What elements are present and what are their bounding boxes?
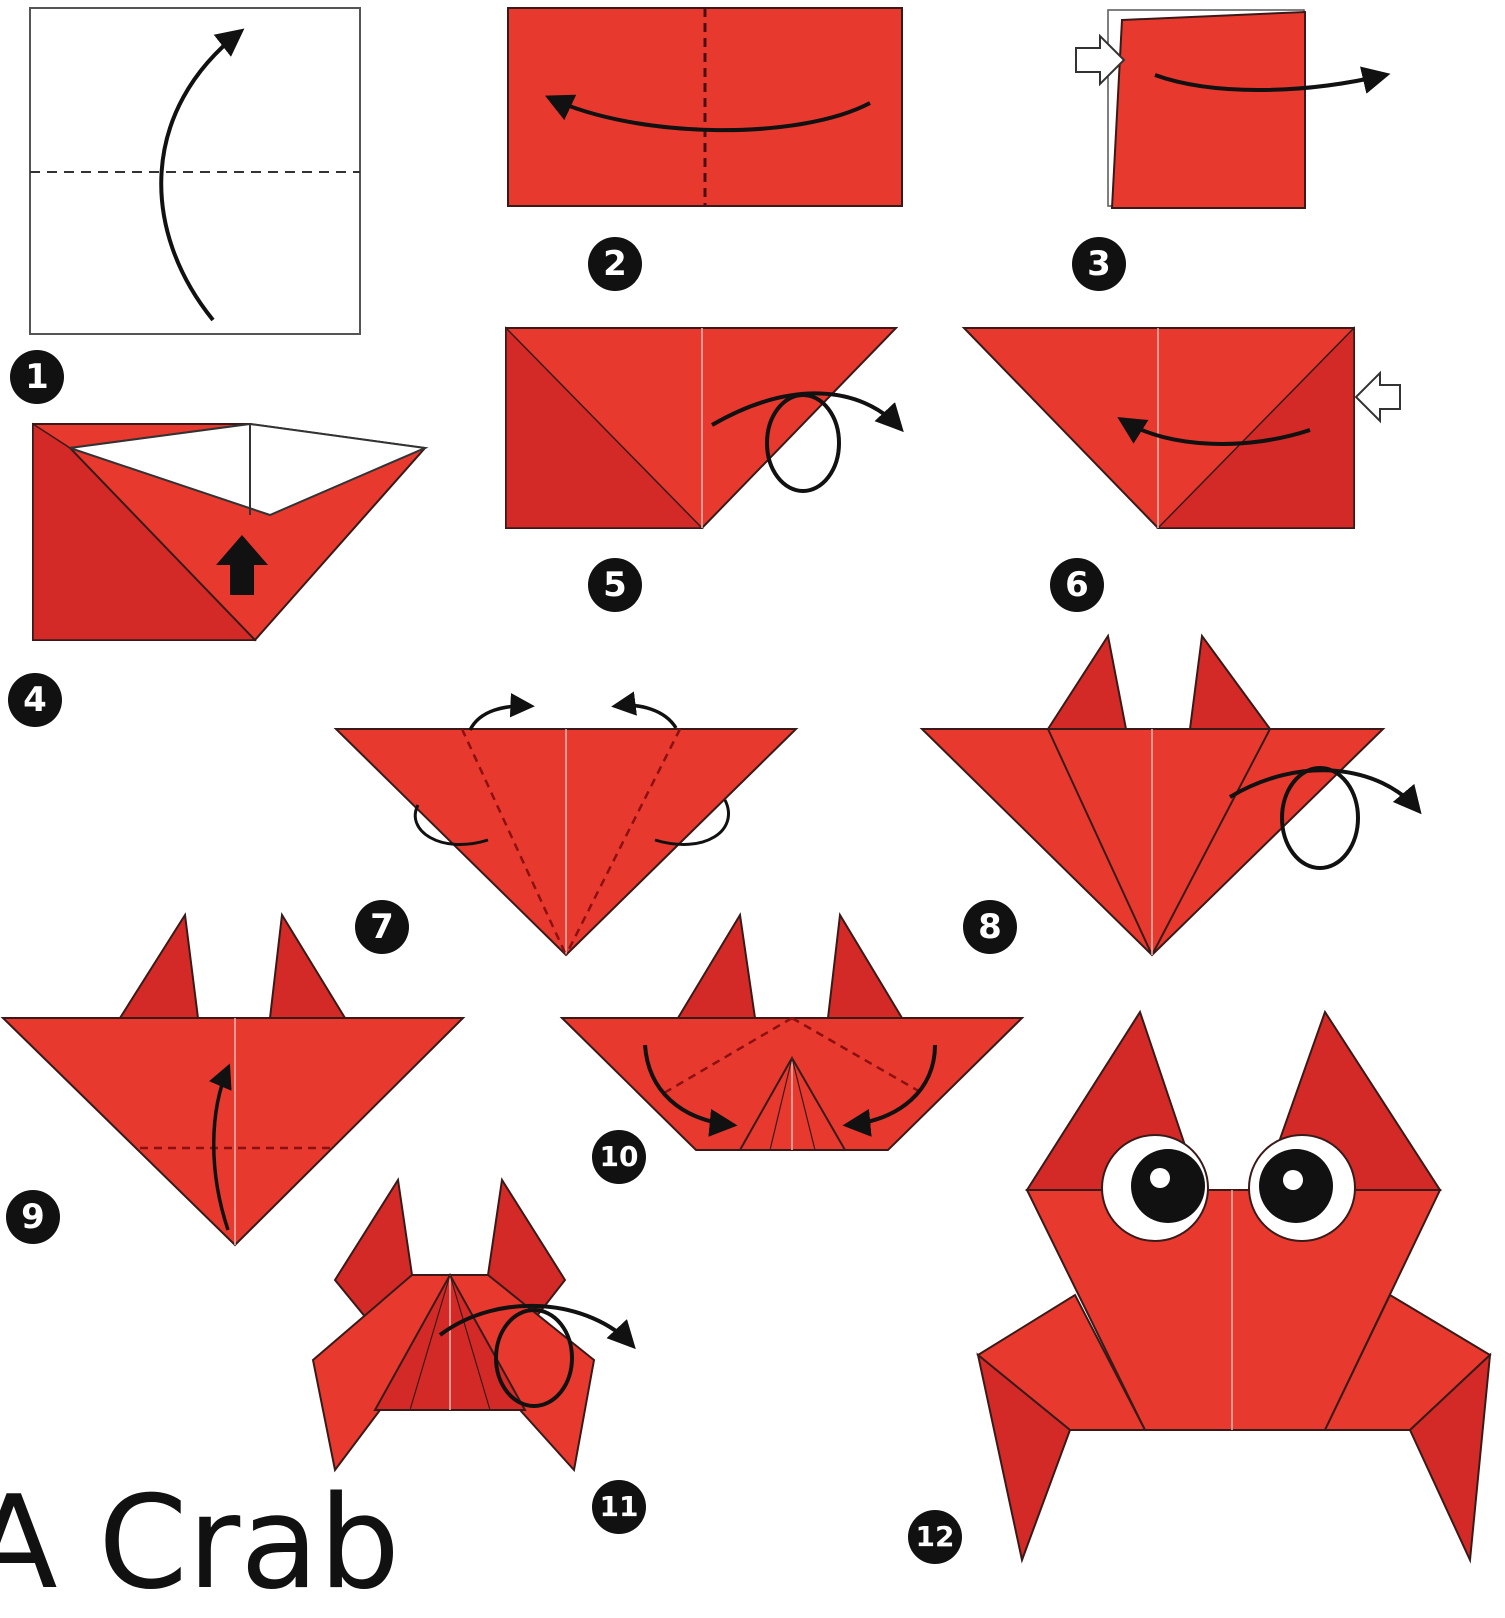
- step-6-diagram: [964, 328, 1400, 528]
- step-1-diagram: [30, 8, 360, 334]
- step-number-7: 7: [355, 900, 409, 954]
- step-10-diagram: [562, 915, 1022, 1150]
- step-number-2: 2: [588, 237, 642, 291]
- step-number-8: 8: [963, 900, 1017, 954]
- page-title: A Crab: [0, 1480, 400, 1608]
- step-number-5: 5: [588, 558, 642, 612]
- step-number-6: 6: [1050, 558, 1104, 612]
- step-4-diagram: [33, 424, 425, 640]
- step-2-diagram: [508, 8, 902, 206]
- step-number-11: 11: [592, 1480, 646, 1534]
- fold-arrow: [470, 706, 530, 730]
- step-5-diagram: [506, 328, 900, 528]
- instruction-diagram: [0, 0, 1505, 1575]
- step-number-9: 9: [6, 1190, 60, 1244]
- fold-arrow: [616, 705, 676, 728]
- step-3-diagram: [1076, 10, 1385, 208]
- step-11-diagram: [313, 1180, 632, 1470]
- right-eye-icon: [1249, 1135, 1355, 1241]
- step-number-1: 1: [10, 350, 64, 404]
- left-eye-icon: [1102, 1135, 1208, 1241]
- step-number-12: 12: [908, 1510, 962, 1564]
- step-number-4: 4: [8, 673, 62, 727]
- origami-crab-instructions: 1 2 3 4 5 6 7 8 9 10 11 12 A Crab: [0, 0, 1505, 1575]
- step-number-10: 10: [592, 1130, 646, 1184]
- step-number-3: 3: [1072, 237, 1126, 291]
- push-arrow-icon: [1356, 373, 1400, 421]
- step-12-crab: [978, 1012, 1490, 1560]
